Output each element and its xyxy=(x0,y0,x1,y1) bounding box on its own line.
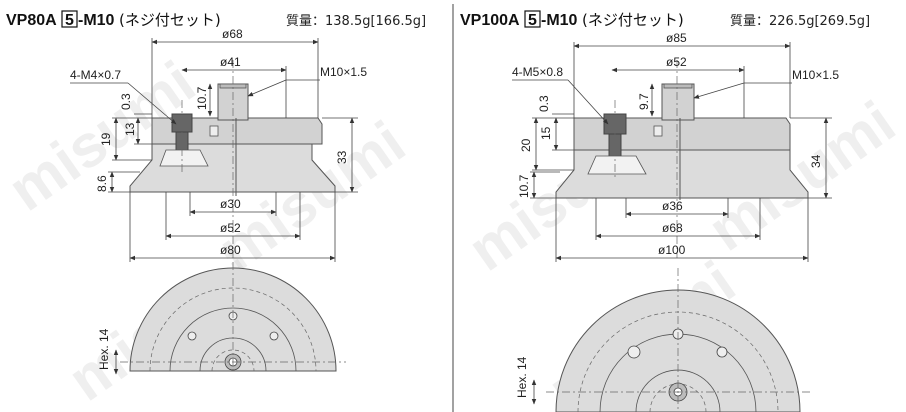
left-dimensions: ø68 ø41 4-M4×0.7 M10×1.5 10.7 0.3 13 xyxy=(70,27,367,262)
left-section-view xyxy=(129,60,336,258)
svg-text:33: 33 xyxy=(335,150,349,164)
svg-text:13: 13 xyxy=(123,122,137,136)
svg-text:ø52: ø52 xyxy=(666,55,687,69)
right-mass: 質量：226.5g[269.5g] xyxy=(730,14,870,29)
right-panel: VP100A 5 -M10 (ネジ付セット) 質量：226.5g[269.5g] xyxy=(460,10,870,412)
right-dimensions: ø85 ø52 4-M5×0.8 M10×1.5 9.7 0.3 15 xyxy=(512,31,839,262)
svg-text:4-M4×0.7: 4-M4×0.7 xyxy=(70,68,121,82)
svg-text:-M10: -M10 xyxy=(78,12,115,29)
svg-text:(ネジ付セット): (ネジ付セット) xyxy=(119,11,221,29)
svg-text:ø100: ø100 xyxy=(658,243,686,257)
svg-text:0.3: 0.3 xyxy=(537,95,551,112)
svg-text:ø80: ø80 xyxy=(220,243,241,257)
left-mass: 質量：138.5g[166.5g] xyxy=(286,14,426,29)
left-title: VP80A 5 -M10 (ネジ付セット) xyxy=(6,10,221,29)
svg-text:5: 5 xyxy=(528,12,537,29)
svg-text:VP100A: VP100A xyxy=(460,12,520,29)
svg-text:ø68: ø68 xyxy=(662,221,683,235)
svg-text:VP80A: VP80A xyxy=(6,12,57,29)
svg-text:20: 20 xyxy=(519,138,533,152)
svg-text:ø52: ø52 xyxy=(220,221,241,235)
svg-text:(ネジ付セット): (ネジ付セット) xyxy=(582,11,684,29)
svg-text:4-M5×0.8: 4-M5×0.8 xyxy=(512,65,563,79)
svg-text:19: 19 xyxy=(99,132,113,146)
left-top-view: Hex. 14 xyxy=(97,262,346,375)
svg-text:ø85: ø85 xyxy=(666,31,687,45)
svg-text:9.7: 9.7 xyxy=(637,93,651,110)
svg-text:ø41: ø41 xyxy=(220,55,241,69)
right-section-view xyxy=(555,60,809,258)
svg-text:5: 5 xyxy=(65,12,74,29)
svg-text:15: 15 xyxy=(539,126,553,140)
svg-text:10.7: 10.7 xyxy=(517,174,531,198)
svg-text:M10×1.5: M10×1.5 xyxy=(792,68,839,82)
svg-text:-M10: -M10 xyxy=(541,12,578,29)
svg-text:ø68: ø68 xyxy=(222,27,243,41)
svg-text:8.6: 8.6 xyxy=(95,175,109,192)
svg-text:34: 34 xyxy=(809,154,823,168)
svg-text:M10×1.5: M10×1.5 xyxy=(320,65,367,79)
svg-text:ø36: ø36 xyxy=(662,199,683,213)
right-top-view: Hex. 14 xyxy=(515,268,810,412)
svg-text:0.3: 0.3 xyxy=(119,93,133,110)
svg-text:Hex. 14: Hex. 14 xyxy=(515,356,529,398)
svg-text:10.7: 10.7 xyxy=(195,86,209,110)
svg-text:Hex. 14: Hex. 14 xyxy=(97,328,111,370)
right-title: VP100A 5 -M10 (ネジ付セット) xyxy=(460,10,684,29)
left-panel: VP80A 5 -M10 (ネジ付セット) 質量：138.5g[166.5g] xyxy=(6,10,426,375)
svg-text:ø30: ø30 xyxy=(220,197,241,211)
